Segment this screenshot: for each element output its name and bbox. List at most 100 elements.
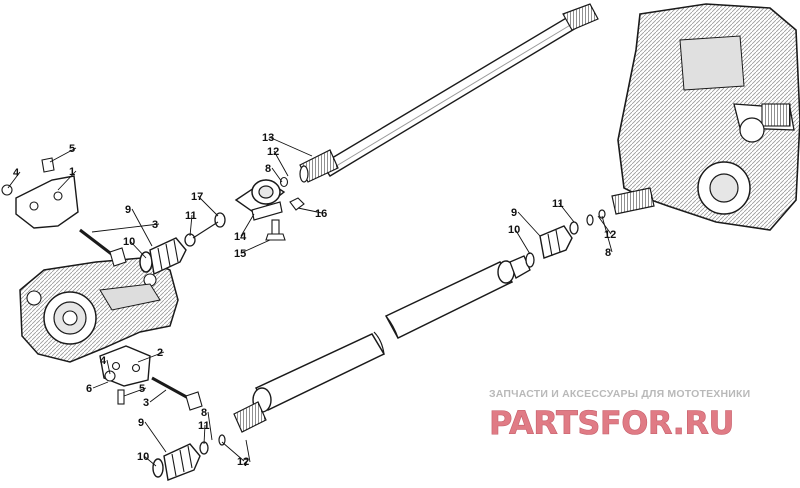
callout-16: 16 <box>297 207 327 220</box>
callout-number: 17 <box>191 191 203 203</box>
front-gearcase <box>19 257 179 363</box>
callout-leader-line <box>271 167 283 183</box>
callout-3: 3 <box>143 389 167 409</box>
callout-leader-line <box>123 387 147 397</box>
callout-number: 10 <box>123 236 135 248</box>
callout-number: 13 <box>262 132 274 144</box>
callout-12: 12 <box>597 215 616 241</box>
right-boot-group <box>525 209 606 268</box>
callout-2: 2 <box>137 347 165 363</box>
callout-number: 9 <box>511 207 517 219</box>
callout-leader-line <box>129 240 147 259</box>
callout-3: 3 <box>91 219 160 233</box>
callout-leader-line <box>597 215 612 235</box>
callout-number: 16 <box>315 208 327 220</box>
callout-leader-line <box>240 213 255 237</box>
callout-7: 7 <box>243 439 251 469</box>
center-bearing <box>234 176 305 241</box>
lower-bracket <box>99 345 203 411</box>
callout-leader-line <box>91 223 160 233</box>
callout-leader-line <box>197 195 219 217</box>
callout-number: 3 <box>143 397 149 409</box>
lower-drive-shaft <box>233 255 531 433</box>
upper-drive-shaft <box>299 3 599 183</box>
callout-number: 6 <box>86 383 92 395</box>
callout-leader-line <box>245 439 251 463</box>
callout-number: 12 <box>237 456 249 468</box>
upper-left-boot-group <box>139 212 226 276</box>
callout-number: 9 <box>138 417 144 429</box>
callout-number: 11 <box>185 210 197 222</box>
callout-number: 9 <box>125 204 131 216</box>
callout-leader-line <box>273 150 289 177</box>
lower-left-boot-group <box>152 434 226 481</box>
watermark-logo-art: PARTSFOR.RU <box>489 404 735 440</box>
callout-4: 4 <box>7 167 21 189</box>
watermark-tagline: ЗАПЧАСТИ И АКСЕССУАРЫ ДЛЯ МОТОТЕХНИКИ <box>489 388 751 400</box>
callout-number: 10 <box>137 451 149 463</box>
callout-leader-line <box>106 359 111 375</box>
callout-leader-line <box>143 455 157 467</box>
callout-number: 10 <box>508 224 520 236</box>
callout-number: 8 <box>201 407 207 419</box>
watermark-logo: PARTSFOR.RU <box>487 404 787 440</box>
callout-leader-line <box>517 211 541 237</box>
callout-leader-line <box>240 239 271 254</box>
callout-number: 4 <box>100 355 107 367</box>
callout-5: 5 <box>123 383 147 397</box>
callout-17: 17 <box>191 191 219 217</box>
callout-5: 5 <box>49 143 77 163</box>
callout-number: 4 <box>13 167 20 179</box>
callout-leader-line <box>221 441 245 462</box>
callout-leader-line <box>297 207 323 214</box>
callout-10: 10 <box>123 236 147 259</box>
callout-10: 10 <box>137 451 157 467</box>
callout-leader-line <box>601 215 613 253</box>
callout-13: 13 <box>262 132 313 157</box>
callout-leader-line <box>49 147 77 163</box>
callout-8: 8 <box>601 215 613 259</box>
callout-leader-line <box>144 421 167 453</box>
callout-number: 1 <box>69 166 75 178</box>
callout-4: 4 <box>100 355 111 375</box>
callout-leader-line <box>268 136 313 157</box>
callout-12: 12 <box>221 441 249 468</box>
callout-leader-line <box>514 228 531 255</box>
callout-8: 8 <box>265 163 283 183</box>
callout-leader-line <box>203 424 206 445</box>
callout-leader-line <box>7 171 21 189</box>
callout-number: 5 <box>69 143 75 155</box>
callout-1: 1 <box>57 166 77 191</box>
callout-9: 9 <box>138 417 167 453</box>
callout-leader-line <box>57 170 77 191</box>
callout-14: 14 <box>234 213 255 243</box>
callout-leader-line <box>137 351 165 363</box>
callout-number: 8 <box>265 163 271 175</box>
callout-number: 5 <box>139 383 145 395</box>
callout-number: 15 <box>234 248 246 260</box>
callout-number: 14 <box>234 231 247 243</box>
callout-number: 11 <box>198 420 210 432</box>
callout-number: 2 <box>157 347 163 359</box>
callout-6: 6 <box>86 381 109 395</box>
rear-transmission <box>611 3 800 231</box>
callout-leader-line <box>149 389 167 403</box>
callout-number: 12 <box>604 229 616 241</box>
callout-9: 9 <box>511 207 541 237</box>
callout-number: 8 <box>605 247 611 259</box>
callout-number: 12 <box>267 146 279 158</box>
watermark-logo-text: PARTSFOR.RU <box>489 404 734 440</box>
callout-leader-line <box>207 411 213 441</box>
callout-15: 15 <box>234 239 271 260</box>
callout-number: 7 <box>243 457 249 469</box>
callout-leader-line <box>558 202 575 223</box>
callout-9: 9 <box>125 204 153 247</box>
callout-number: 11 <box>552 198 564 210</box>
callout-10: 10 <box>508 224 531 255</box>
callout-12: 12 <box>267 146 289 177</box>
callout-number: 3 <box>152 219 158 231</box>
callout-leader-line <box>131 208 153 247</box>
callout-leader-line <box>92 381 109 389</box>
